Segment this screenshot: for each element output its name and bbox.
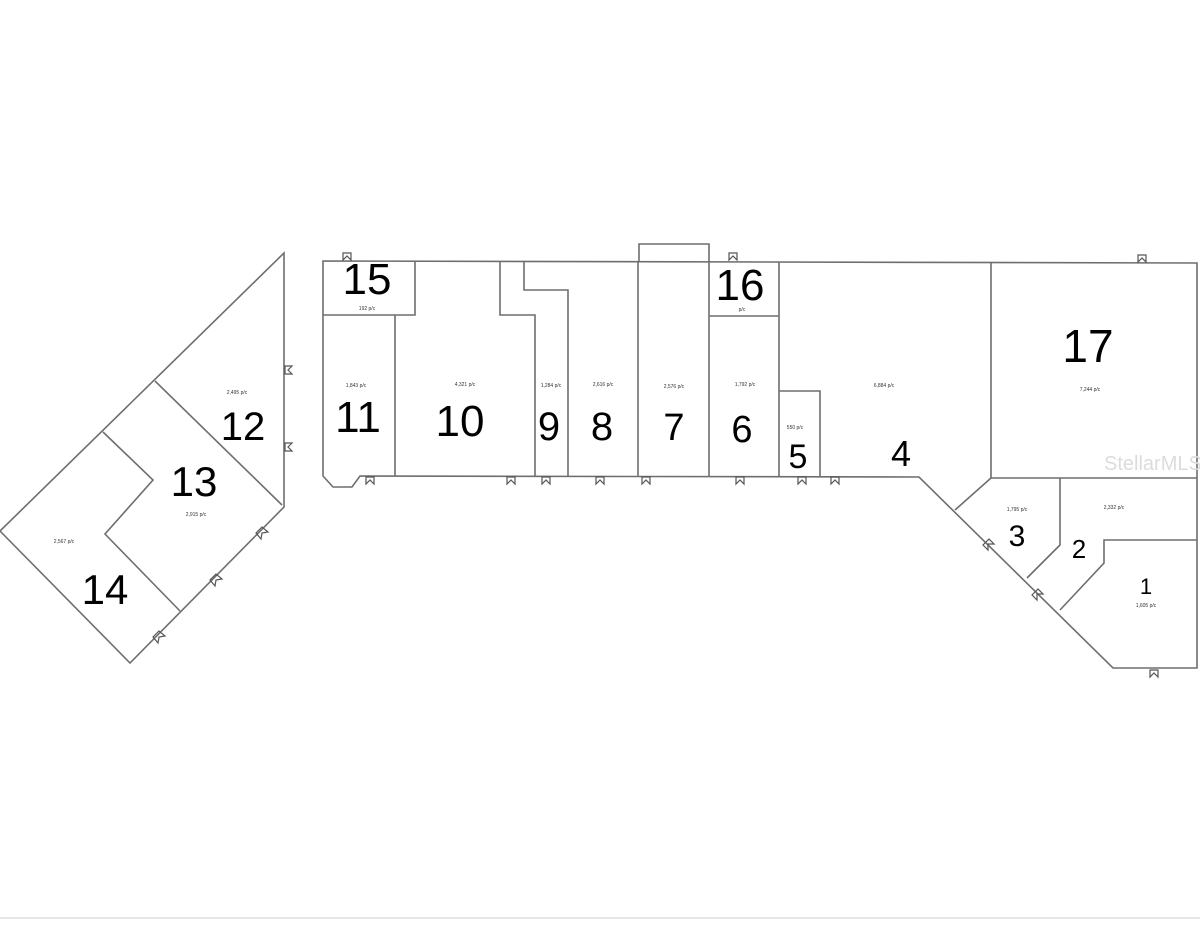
unit-2-number: 2 [1072, 534, 1086, 564]
unit-17-area: 7,244 p/c [1080, 387, 1101, 393]
unit-15-area: 192 p/c [359, 306, 376, 312]
door-icon [595, 476, 605, 486]
unit-3-number: 3 [1009, 520, 1026, 553]
unit-8-number: 8 [591, 405, 613, 449]
unit-14-number: 14 [82, 566, 129, 613]
unit-3-area: 1,795 p/c [1007, 507, 1028, 513]
left-building-walls [0, 251, 285, 665]
unit-5-area: 550 p/c [787, 425, 804, 431]
door-icon [641, 476, 651, 486]
unit-13-area: 2,915 p/c [186, 512, 207, 518]
door-icon [797, 476, 807, 486]
door-icon [541, 476, 551, 486]
unit-10-number: 10 [436, 397, 485, 446]
unit-11-number: 11 [335, 393, 381, 442]
unit-labels: 1 2 3 4 5 6 7 8 9 10 11 12 13 14 15 16 1… [82, 255, 1152, 613]
door-icon [255, 526, 270, 541]
unit-7-number: 7 [663, 407, 684, 449]
unit-9-area: 1,284 p/c [541, 383, 562, 389]
door-icon [735, 476, 745, 486]
door-symbols [152, 252, 1159, 679]
unit-8-area: 2,616 p/c [593, 382, 614, 388]
unit-6-area: 1,792 p/c [735, 382, 756, 388]
unit-6-number: 6 [731, 409, 752, 451]
unit-9-number: 9 [538, 405, 560, 449]
unit-2-area: 2,332 p/c [1104, 505, 1125, 511]
unit-14-area: 2,567 p/c [54, 539, 75, 545]
unit-15-number: 15 [343, 255, 392, 304]
unit-1-area: 1,605 p/c [1136, 603, 1157, 609]
door-icon [728, 252, 738, 262]
door-icon [152, 630, 167, 645]
door-icon [830, 476, 840, 486]
door-icon [342, 252, 352, 262]
unit-11-area: 1,843 p/c [346, 383, 367, 389]
door-icon [209, 573, 224, 588]
door-icon [284, 442, 294, 452]
unit-4-area: 6,884 p/c [874, 383, 895, 389]
unit-12-area: 2,495 p/c [227, 390, 248, 396]
unit-16-area: p/c [739, 307, 746, 313]
door-icon [1149, 669, 1159, 679]
unit-5-number: 5 [789, 438, 808, 476]
unit-7-area: 2,576 p/c [664, 384, 685, 390]
door-icon [982, 538, 996, 552]
unit-1-number: 1 [1140, 574, 1152, 599]
unit-13-number: 13 [171, 458, 218, 505]
unit-10-area: 4,321 p/c [455, 382, 476, 388]
door-icon [365, 476, 375, 486]
main-building-walls [322, 243, 1198, 669]
door-icon [506, 476, 516, 486]
door-icon [1137, 254, 1147, 264]
unit-12-number: 12 [221, 405, 266, 449]
unit-4-number: 4 [891, 433, 911, 474]
watermark: StellarMLS [1104, 453, 1200, 475]
unit-16-number: 16 [716, 261, 765, 310]
door-icon [284, 365, 294, 375]
unit-areas: 1,605 p/c 2,332 p/c 1,795 p/c 6,884 p/c … [54, 306, 1157, 609]
door-icon [1031, 588, 1045, 602]
unit-17-number: 17 [1062, 320, 1113, 372]
